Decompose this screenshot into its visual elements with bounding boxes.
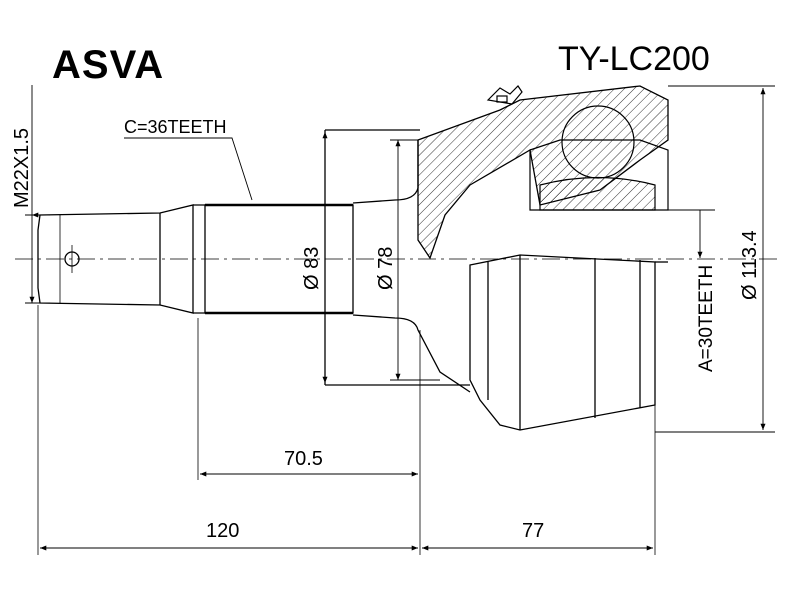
dim-dia-113 bbox=[655, 85, 775, 433]
dim-dia-78 bbox=[390, 139, 440, 381]
outer-bell-body bbox=[469, 254, 668, 431]
spline-c-leader bbox=[124, 137, 253, 201]
extension-lines bbox=[37, 305, 656, 555]
len-70-5-label: 70.5 bbox=[284, 448, 323, 470]
len-120-label: 120 bbox=[206, 520, 239, 542]
dim-spline-a bbox=[668, 209, 715, 258]
part-number: TY-LC200 bbox=[558, 40, 710, 78]
dim-thread bbox=[25, 85, 50, 304]
boot-clamp bbox=[486, 85, 523, 105]
thread-label: M22X1.5 bbox=[11, 128, 33, 208]
dia-113-label: Ø 113.4 bbox=[739, 230, 761, 300]
spline-a-label: A=30TEETH bbox=[696, 265, 717, 372]
dia-83-label: Ø 83 bbox=[301, 247, 323, 290]
spline-shaft bbox=[193, 203, 354, 315]
len-77-label: 77 bbox=[522, 520, 544, 542]
dia-78-label: Ø 78 bbox=[375, 247, 397, 290]
housing-section-hatch bbox=[417, 85, 669, 260]
inner-race bbox=[529, 105, 669, 211]
brand-logo: ASVA bbox=[52, 43, 164, 87]
spline-c-label: C=36TEETH bbox=[124, 117, 227, 137]
threaded-stub bbox=[37, 204, 194, 314]
